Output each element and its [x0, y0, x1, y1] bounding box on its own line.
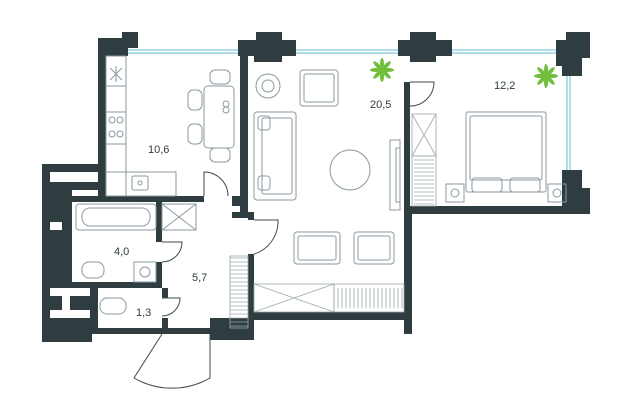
bathroom-fixtures: [75, 203, 197, 315]
wall-segment: [50, 182, 100, 190]
room-area-bedroom: 12,2: [494, 80, 515, 92]
wardrobe: [333, 283, 405, 313]
plant-icon: [370, 58, 394, 82]
wall-segment: [210, 318, 254, 340]
wall-column: [238, 32, 296, 62]
door: [161, 241, 183, 263]
wall-segment: [42, 164, 50, 342]
kitchen-counter: [105, 171, 177, 197]
coffee-table: [329, 149, 371, 191]
wall-segment: [162, 288, 168, 298]
wall-segment: [198, 196, 204, 202]
wall-segment: [248, 312, 412, 320]
entrance-door: [133, 333, 211, 389]
wall-segment: [248, 254, 254, 340]
stove-icon: [108, 116, 124, 138]
sink-icon: [131, 175, 149, 191]
wall-segment: [404, 82, 410, 104]
wall-segment: [42, 334, 92, 342]
nightstand: [445, 183, 465, 203]
wall-segment: [62, 282, 162, 288]
room-area-kitchen: 10,6: [148, 144, 169, 156]
room-area-bathroom: 4,0: [114, 246, 129, 258]
doors: [133, 81, 435, 389]
chair: [187, 123, 203, 145]
shaft: [161, 203, 197, 231]
wall-segment: [404, 206, 564, 214]
wall-segment: [50, 296, 62, 310]
wall-column: [98, 32, 138, 62]
wall-column: [556, 32, 590, 76]
wall-column: [562, 170, 590, 214]
wall-segment: [232, 212, 248, 218]
chair: [209, 147, 231, 163]
dining-table: [203, 85, 235, 149]
tv-stand: [389, 139, 401, 211]
wall-segment: [248, 212, 254, 220]
walls: [42, 32, 590, 342]
wall-segment: [50, 230, 62, 288]
wall-segment: [156, 196, 162, 242]
wall-segment: [50, 182, 62, 222]
wall-segment: [232, 196, 240, 206]
chair: [187, 89, 203, 111]
toilet-bowl: [81, 261, 105, 279]
toilet-bowl: [99, 297, 127, 315]
wardrobe: [411, 155, 437, 207]
wall-segment: [62, 196, 198, 202]
wall-segment: [90, 328, 168, 334]
bathtub: [75, 203, 157, 231]
wall-segment: [404, 104, 410, 208]
wall-segment: [156, 262, 162, 288]
door: [161, 297, 181, 317]
wall-segment: [240, 56, 248, 212]
door: [253, 219, 279, 255]
sofa: [253, 111, 297, 201]
armchair: [353, 231, 395, 265]
room-area-toilet: 1,3: [136, 307, 151, 319]
door: [203, 171, 229, 197]
windows: [128, 49, 571, 170]
wall-segment: [404, 214, 412, 334]
bed: [465, 111, 547, 193]
wall-segment: [62, 190, 72, 288]
room-area-hallway: 5,7: [192, 272, 207, 284]
bedroom-furniture: [411, 111, 567, 207]
fridge-icon: [109, 66, 123, 82]
nightstand: [547, 183, 567, 203]
wall-segment: [98, 56, 106, 196]
wall-column: [398, 32, 452, 62]
wall-segment: [168, 328, 210, 334]
wardrobe-hatching: [229, 159, 434, 329]
chair: [209, 69, 231, 85]
wall-segment: [90, 288, 98, 334]
kitchen-furniture: [105, 55, 235, 197]
wall-segment: [162, 318, 168, 334]
room-area-living: 20,5: [370, 99, 391, 111]
wall-segment: [70, 296, 90, 310]
wall-segment: [50, 318, 90, 334]
armchair: [299, 69, 339, 107]
washbasin: [133, 261, 157, 283]
door: [409, 81, 435, 107]
armchair: [293, 231, 341, 265]
armchair: [255, 73, 281, 99]
plant-icon: [534, 64, 558, 88]
wall-segment: [42, 164, 106, 172]
